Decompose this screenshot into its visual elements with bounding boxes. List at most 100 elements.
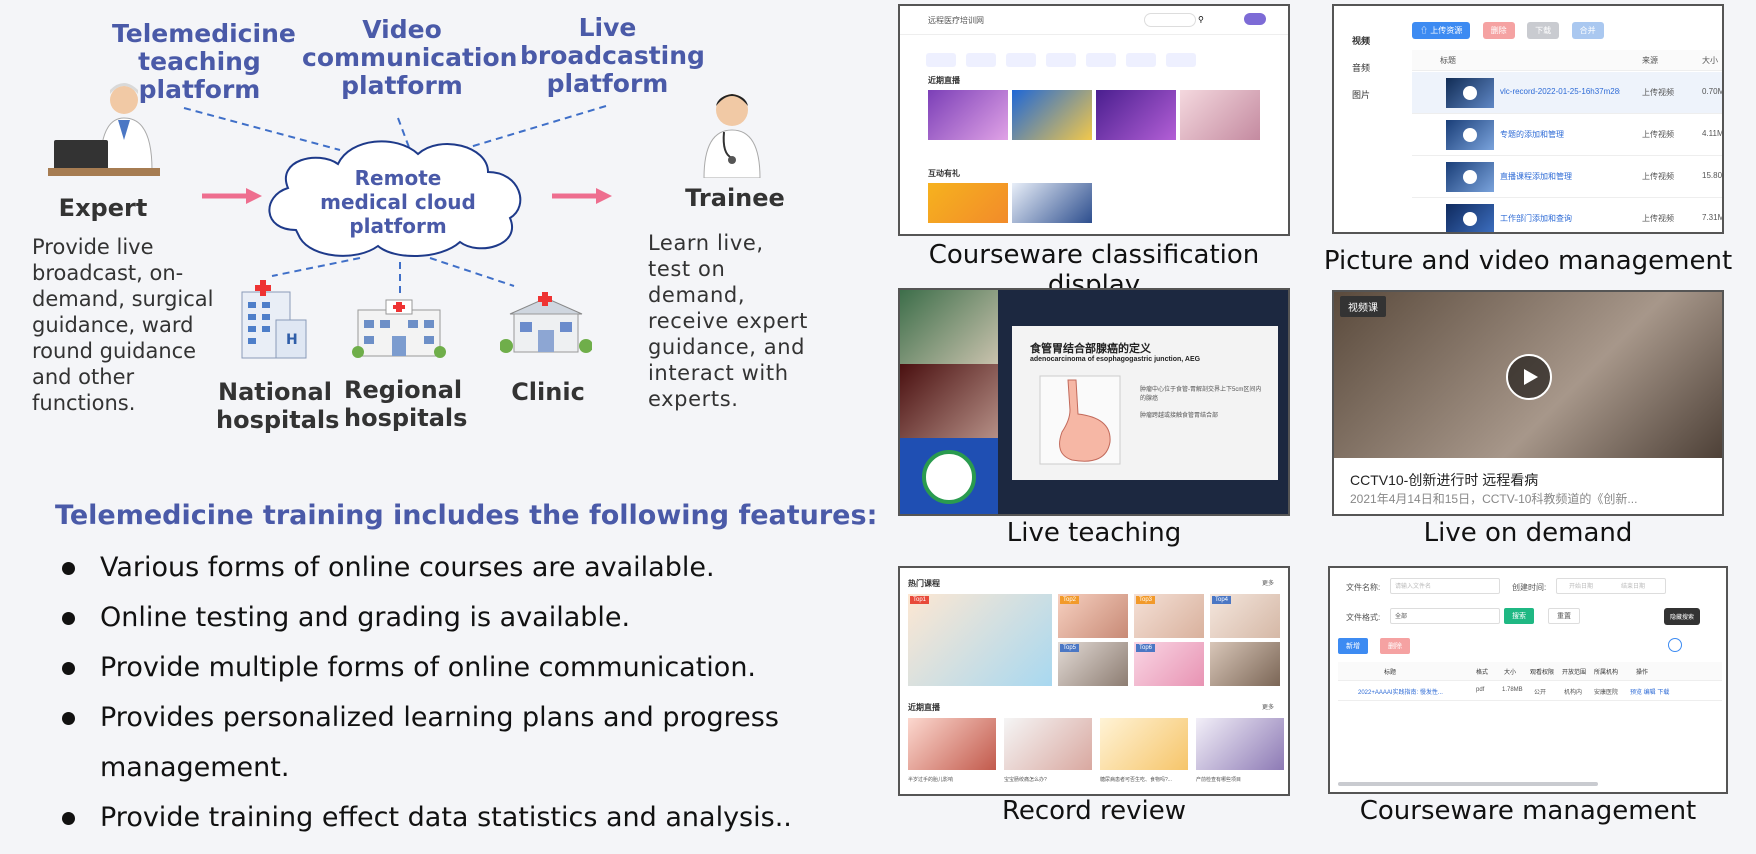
- course-card[interactable]: [1180, 90, 1260, 140]
- merge-button[interactable]: 合并: [1571, 22, 1604, 39]
- table-row[interactable]: 专题的添加和管理 上传视频 4.11M: [1412, 114, 1724, 156]
- file-source: 上传视频: [1642, 172, 1674, 181]
- category-icon[interactable]: [926, 53, 956, 67]
- table-row[interactable]: vlc-record-2022-01-25-16h37m28s-f 上传视频 0…: [1412, 72, 1722, 114]
- video-subtitle: 2021年4月14日和15日，CCTV-10科教频道的《创新...: [1350, 492, 1638, 506]
- column-header-title: 标题: [1440, 56, 1456, 65]
- rank-badge: Top1: [910, 596, 930, 604]
- bullet-icon: [62, 712, 75, 725]
- live-card[interactable]: [1004, 718, 1092, 770]
- more-link[interactable]: 更多: [1261, 581, 1274, 587]
- caption-live-teaching: Live teaching: [1006, 518, 1182, 548]
- sidebar-item-video[interactable]: 视频: [1352, 36, 1371, 46]
- search-icon[interactable]: [1668, 638, 1682, 652]
- date-range-input[interactable]: 开始日期 结束日期: [1556, 578, 1666, 594]
- live-card[interactable]: [908, 718, 996, 770]
- course-thumbnail[interactable]: Top3: [1134, 594, 1204, 638]
- sidebar-item-audio[interactable]: 音频: [1352, 63, 1371, 73]
- caption-courseware-management: Courseware management: [1359, 796, 1697, 826]
- search-button[interactable]: 搜索: [1504, 608, 1534, 624]
- add-button[interactable]: 新增: [1338, 638, 1368, 654]
- course-card[interactable]: [928, 90, 1008, 140]
- features-list: Various forms of online courses are avai…: [56, 543, 816, 843]
- clinic-icon: [500, 292, 592, 353]
- course-thumbnail[interactable]: Top1: [908, 594, 1052, 686]
- trainee-doctor-icon: [703, 94, 761, 178]
- caption-courseware-classification: Courseware classification display: [928, 240, 1260, 300]
- category-icon[interactable]: [1126, 53, 1156, 67]
- download-button[interactable]: 下载: [1527, 22, 1560, 39]
- caption-record-review: Record review: [1001, 796, 1187, 826]
- file-title-link[interactable]: vlc-record-2022-01-25-16h37m28s-f: [1500, 87, 1620, 96]
- search-icon[interactable]: ⚲: [1198, 15, 1204, 24]
- facility-label-national: National hospitals: [216, 378, 340, 434]
- more-link[interactable]: 更多: [1261, 705, 1274, 711]
- upload-button[interactable]: ⇧ 上传资源: [1412, 22, 1471, 39]
- filename-input[interactable]: 请输入文件名: [1390, 578, 1500, 594]
- promo-card[interactable]: [1012, 183, 1092, 223]
- course-card[interactable]: [1012, 90, 1092, 140]
- category-icon[interactable]: [1166, 53, 1196, 67]
- play-icon[interactable]: [1463, 86, 1477, 100]
- horizontal-scrollbar[interactable]: [1338, 782, 1598, 786]
- video-title[interactable]: CCTV10-创新进行时 远程看病: [1350, 472, 1539, 488]
- live-card[interactable]: [1196, 718, 1284, 770]
- course-card[interactable]: [1096, 90, 1176, 140]
- play-icon[interactable]: [1463, 212, 1477, 226]
- screenshot-live-on-demand: 视频课 CCTV10-创新进行时 远程看病 2021年4月14日和15日，CCT…: [1332, 290, 1724, 516]
- promo-card[interactable]: [928, 183, 1008, 223]
- category-icon[interactable]: [1046, 53, 1076, 67]
- course-thumbnail[interactable]: Top2: [1058, 594, 1128, 638]
- file-size: 4.11M: [1702, 129, 1724, 138]
- site-title: 远程医疗培训网: [928, 16, 984, 25]
- section-recent-live: 近期直播: [928, 76, 960, 85]
- slide-subtitle: adenocarcinoma of esophagogastric juncti…: [1030, 356, 1201, 363]
- file-title-link[interactable]: 直播课程添加和管理: [1500, 172, 1572, 181]
- created-label: 创建时间:: [1512, 583, 1547, 592]
- slide-bullet: 肿瘤中心位于食管-胃解剖交界上下5cm区间内的腺癌: [1140, 387, 1262, 402]
- screenshot-picture-video-management: 视频 音频 图片 ⇧ 上传资源 删除 下载 合并 标题 来源 大小 vlc-re…: [1332, 4, 1724, 234]
- features-title: Telemedicine training includes the follo…: [55, 500, 878, 531]
- diagram-connectors: [183, 105, 612, 294]
- feature-item: Provides personalized learning plans and…: [56, 693, 816, 793]
- delete-button[interactable]: 删除: [1380, 638, 1410, 654]
- file-size: 7.31M: [1702, 213, 1724, 222]
- play-icon[interactable]: [1463, 128, 1477, 142]
- feature-item: Online testing and grading is available.: [56, 593, 816, 643]
- bullet-icon: [62, 562, 75, 575]
- course-thumbnail[interactable]: Top4: [1210, 594, 1280, 638]
- table-header: 标题 格式 大小 观看权限 开放范围 所属机构 操作: [1338, 662, 1722, 681]
- course-thumbnail[interactable]: [1210, 642, 1280, 686]
- section-interactive: 互动有礼: [928, 169, 960, 178]
- table-row[interactable]: 2022+AAAAI实践指南: 慢发性... pdf 1.78MB 公开 机构内…: [1338, 682, 1722, 701]
- live-title[interactable]: 产前检查有哪些项目: [1196, 777, 1242, 783]
- course-thumbnail[interactable]: Top5: [1058, 642, 1128, 686]
- live-card[interactable]: [1100, 718, 1188, 770]
- format-select[interactable]: 全部: [1390, 608, 1500, 624]
- category-icon[interactable]: [966, 53, 996, 67]
- sidebar-item-image[interactable]: 图片: [1352, 90, 1371, 100]
- login-button[interactable]: [1244, 13, 1266, 25]
- association-logo: [900, 438, 998, 514]
- video-player[interactable]: 视频课: [1334, 292, 1722, 458]
- screenshot-courseware-classification: 远程医疗培训网 ⚲ 近期直播 互动有礼: [898, 4, 1290, 236]
- live-title[interactable]: 半岁过手的胎儿影响: [908, 777, 954, 783]
- file-source: 上传视频: [1642, 88, 1674, 97]
- cloud-shape: [268, 140, 522, 257]
- hospital-icon: [352, 299, 446, 358]
- category-icon[interactable]: [1006, 53, 1036, 67]
- live-title[interactable]: 宝宝肠绞痛怎么办?: [1004, 777, 1047, 783]
- live-title[interactable]: 糖尿病患者可否生吃、食物吗?...: [1100, 777, 1172, 783]
- file-title-link[interactable]: 工作部门添加和查询: [1500, 214, 1572, 223]
- category-icon[interactable]: [1086, 53, 1116, 67]
- course-thumbnail[interactable]: Top6: [1134, 642, 1204, 686]
- table-row[interactable]: 直播课程添加和管理 上传视频 15.80M: [1412, 156, 1722, 198]
- stomach-diagram: [1039, 375, 1121, 465]
- reset-button[interactable]: 重置: [1548, 608, 1580, 624]
- column-header-source: 来源: [1642, 56, 1658, 65]
- delete-button[interactable]: 删除: [1482, 22, 1515, 39]
- play-icon[interactable]: [1463, 170, 1477, 184]
- file-title-link[interactable]: 专题的添加和管理: [1500, 130, 1564, 139]
- table-row[interactable]: 工作部门添加和查询 上传视频 7.31M: [1412, 198, 1724, 232]
- search-input[interactable]: [1144, 13, 1196, 27]
